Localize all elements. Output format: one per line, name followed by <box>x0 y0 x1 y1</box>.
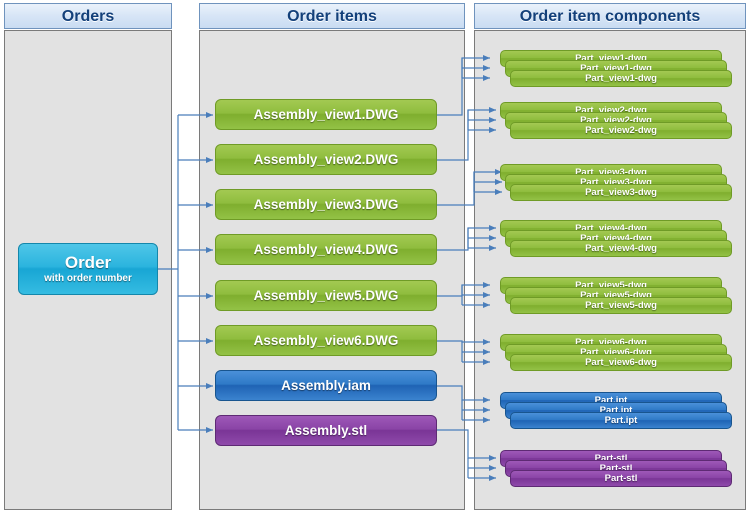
column-header-order-item-components: Order item components <box>474 3 746 29</box>
order-item-assembly-iam[interactable]: Assembly.iam <box>215 370 437 401</box>
component-part-view1-c[interactable]: Part_view1-dwg <box>510 70 732 87</box>
component-part-view6-c[interactable]: Part_view6-dwg <box>510 354 732 371</box>
order-item-assembly-view5[interactable]: Assembly_view5.DWG <box>215 280 437 311</box>
component-part-ipt-c[interactable]: Part.ipt <box>510 412 732 429</box>
order-item-assembly-view6[interactable]: Assembly_view6.DWG <box>215 325 437 356</box>
component-part-view2-c[interactable]: Part_view2-dwg <box>510 122 732 139</box>
component-part-stl-c[interactable]: Part-stl <box>510 470 732 487</box>
order-title: Order <box>64 252 112 272</box>
column-header-order-items: Order items <box>199 3 465 29</box>
order-item-assembly-view1[interactable]: Assembly_view1.DWG <box>215 99 437 130</box>
component-part-view3-c[interactable]: Part_view3-dwg <box>510 184 732 201</box>
component-part-view5-c[interactable]: Part_view5-dwg <box>510 297 732 314</box>
order-item-assembly-view4[interactable]: Assembly_view4.DWG <box>215 234 437 265</box>
order-item-assembly-view2[interactable]: Assembly_view2.DWG <box>215 144 437 175</box>
order-box[interactable]: Order with order number <box>18 243 158 295</box>
column-header-orders: Orders <box>4 3 172 29</box>
order-item-assembly-stl[interactable]: Assembly.stl <box>215 415 437 446</box>
order-subtitle: with order number <box>44 272 132 284</box>
component-part-view4-c[interactable]: Part_view4-dwg <box>510 240 732 257</box>
order-item-assembly-view3[interactable]: Assembly_view3.DWG <box>215 189 437 220</box>
